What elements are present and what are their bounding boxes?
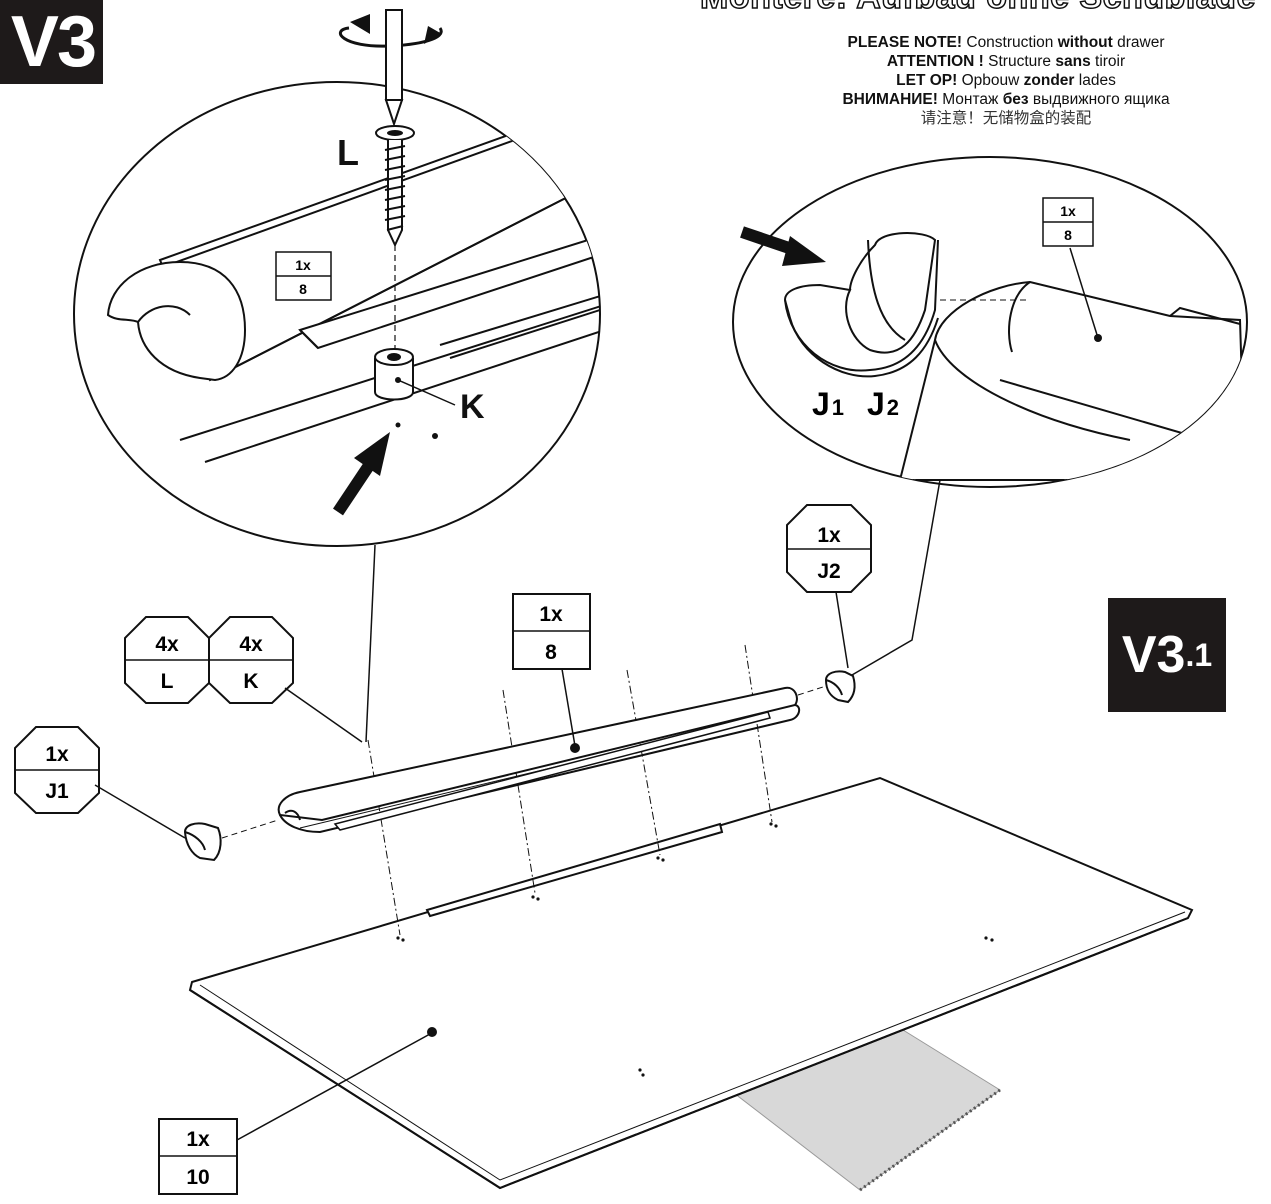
label-j2: J2 [867, 386, 899, 422]
part-box-rail-detail-left: 1x 8 [275, 251, 332, 301]
svg-text:1x: 1x [186, 1128, 210, 1151]
part-octagon-l: 4x L [124, 616, 210, 704]
part-octagon-j2: 1x J2 [786, 504, 872, 593]
panel-holes [396, 822, 994, 1077]
svg-text:J1: J1 [45, 780, 69, 803]
arrow-push-icon [740, 226, 826, 266]
svg-text:1x: 1x [45, 743, 69, 766]
svg-text:8: 8 [545, 641, 557, 664]
part-octagon-k: 4x K [208, 616, 294, 704]
part-octagon-j1: 1x J1 [14, 726, 100, 814]
dowel-k [374, 348, 414, 401]
end-cap-j1 [183, 822, 222, 862]
step-badge: V3 [0, 0, 103, 84]
svg-text:J2: J2 [817, 560, 840, 583]
svg-text:1x: 1x [295, 257, 311, 273]
step-title: Montere: Aufbau ohne Schublade [699, 0, 1256, 17]
note-line-ru: ВНИМАНИЕ! Монтаж без выдвижного ящика [842, 91, 1170, 108]
note-line-en: PLEASE NOTE! Construction without drawer [847, 34, 1165, 51]
label-l: L [337, 132, 359, 173]
svg-text:4x: 4x [239, 633, 263, 656]
notes-block: PLEASE NOTE! Construction without drawer… [700, 33, 1271, 128]
svg-text:1x: 1x [1060, 203, 1076, 219]
svg-text:10: 10 [186, 1166, 209, 1189]
svg-text:8: 8 [1064, 227, 1072, 243]
part-box-rail-detail-right: 1x 8 [1042, 197, 1094, 247]
detail-circle-left: K 1x 8 [73, 81, 601, 547]
svg-text:K: K [243, 670, 258, 693]
arrow-insert-icon [333, 432, 390, 516]
note-line-fr: ATTENTION ! Structure sans tiroir [886, 53, 1126, 70]
step-label: V3 [10, 2, 97, 82]
note-line-zh: 请注意！无储物盒的装配 [920, 109, 1092, 127]
screw-l [338, 9, 443, 350]
part-box-panel: 1x 10 [158, 1118, 238, 1195]
svg-text:4x: 4x [155, 633, 179, 656]
part-box-rail: 1x 8 [512, 593, 591, 670]
label-j1: J1 [812, 386, 844, 422]
sub-step-badge: V3.1 [1108, 598, 1226, 712]
end-cap-j [784, 232, 939, 378]
detail-circle-right: 1x 8 J1 J2 [732, 156, 1248, 488]
panel-10 [188, 776, 1194, 1190]
end-cap-j2 [824, 670, 856, 704]
svg-text:L: L [161, 670, 174, 693]
alignment-lines [367, 644, 773, 936]
svg-text:1x: 1x [539, 603, 563, 626]
note-line-nl: LET OP! Opbouw zonder lades [896, 72, 1116, 89]
svg-text:8: 8 [299, 281, 307, 297]
rail-8 [277, 686, 801, 834]
svg-text:1x: 1x [817, 524, 841, 547]
label-k: K [460, 388, 485, 426]
